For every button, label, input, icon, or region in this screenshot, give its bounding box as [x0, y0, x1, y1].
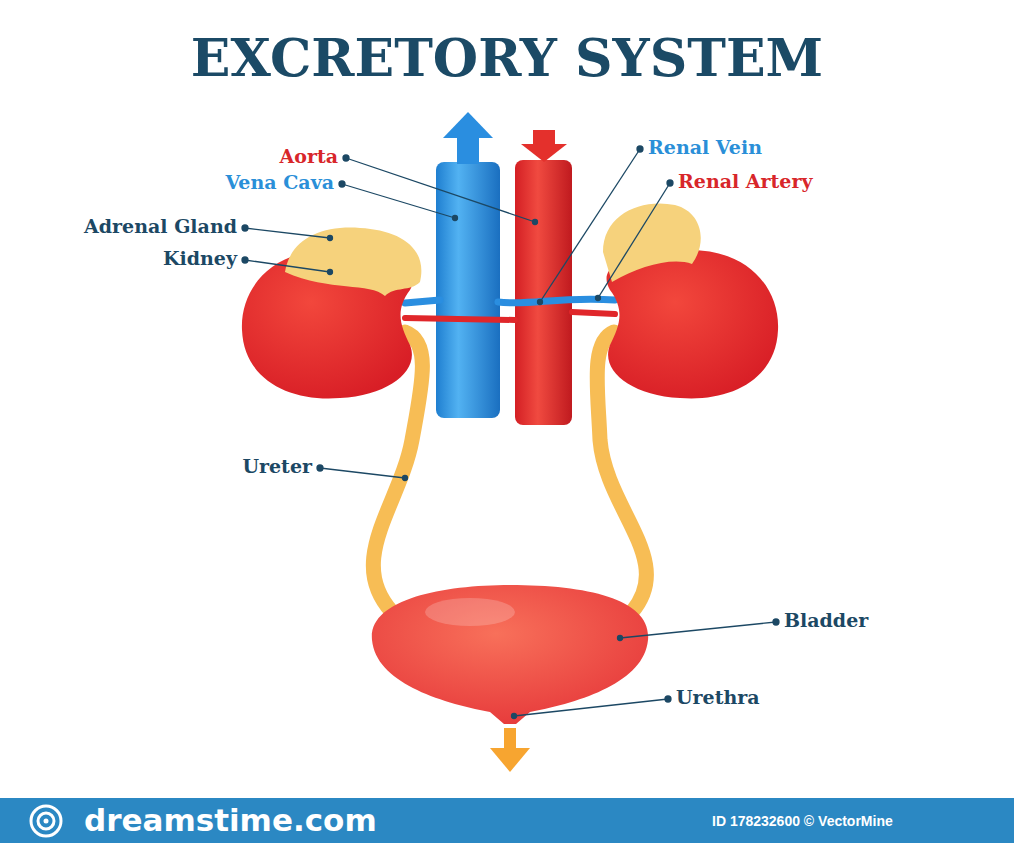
leader-line — [320, 468, 405, 478]
part-label: Vena Cava — [225, 172, 334, 194]
vena-cava-vessel — [443, 112, 493, 138]
urethra-arrow — [490, 748, 530, 772]
adrenal-gland — [285, 228, 421, 296]
leader-line — [339, 181, 345, 187]
renal-vessels — [405, 318, 515, 320]
leader-line — [514, 699, 668, 716]
part-label: Bladder — [784, 610, 868, 632]
urethra-arrow — [490, 728, 530, 772]
leader-line — [242, 146, 779, 719]
urethra-arrow — [504, 728, 516, 750]
leader-line — [637, 146, 643, 152]
vena-cava-vessel — [436, 112, 500, 418]
leader-line — [773, 619, 779, 625]
adrenal-gland — [603, 203, 701, 282]
leader-line — [346, 158, 535, 222]
leader-line — [665, 696, 671, 702]
leader-line — [403, 476, 408, 481]
part-label: Ureter — [242, 456, 312, 478]
leader-line — [317, 465, 323, 471]
bladder-organ — [372, 585, 648, 724]
footer-bar — [44, 819, 49, 824]
leader-line — [453, 216, 458, 221]
footer-bar — [38, 813, 54, 829]
leader-line — [512, 714, 517, 719]
leader-line — [598, 183, 670, 298]
vena-cava-vessel — [457, 134, 479, 164]
leader-line — [533, 220, 538, 225]
leader-line — [242, 257, 248, 263]
renal-vessels — [405, 299, 615, 320]
aorta-vessel — [515, 160, 572, 425]
part-label: Renal Vein — [648, 137, 762, 159]
leader-line — [245, 260, 330, 272]
watermark-id: ID 178232600 © VectorMine — [712, 813, 893, 829]
aorta-vessel — [521, 144, 567, 162]
vena-cava-vessel — [436, 162, 500, 418]
ureter-tube — [373, 332, 646, 612]
part-label: Renal Artery — [678, 171, 813, 193]
leader-line — [328, 236, 333, 241]
watermark-brand: dreamstime.com — [84, 803, 377, 839]
footer-bar — [0, 798, 1014, 843]
leader-line — [618, 636, 623, 641]
leader-line — [328, 270, 333, 275]
leader-line — [342, 184, 455, 218]
adrenal-gland — [285, 203, 701, 296]
diagram-title: EXCRETORY SYSTEM — [0, 28, 1014, 88]
leader-line — [343, 155, 349, 161]
part-label: Adrenal Gland — [84, 216, 237, 238]
part-label: Kidney — [163, 248, 237, 270]
footer-bar — [0, 798, 1014, 843]
leader-line — [667, 180, 673, 186]
kidney-organ — [607, 250, 779, 398]
bladder-organ — [372, 585, 648, 724]
bladder-organ — [425, 598, 515, 626]
footer-bar — [31, 806, 61, 836]
aorta-vessel — [515, 130, 572, 425]
leader-line — [596, 296, 601, 301]
leader-line — [242, 225, 248, 231]
leader-line — [540, 149, 640, 302]
part-label: Urethra — [676, 687, 760, 709]
leader-line — [538, 300, 543, 305]
leader-line — [245, 228, 330, 238]
renal-vessels — [572, 312, 615, 314]
part-label: Aorta — [279, 146, 338, 168]
leader-line — [620, 622, 776, 638]
renal-vessels — [405, 300, 440, 303]
